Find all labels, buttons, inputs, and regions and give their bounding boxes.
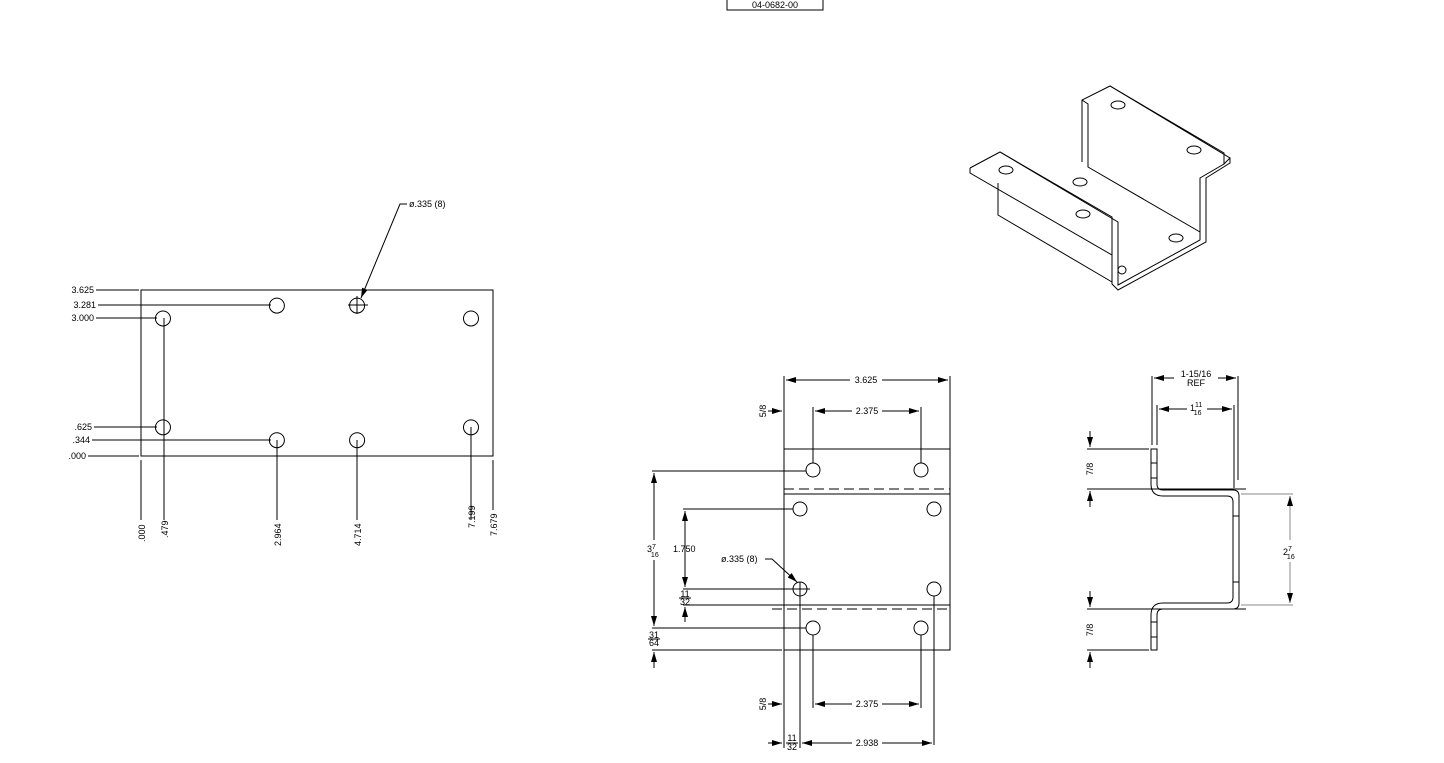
inner-offset-den: 32 xyxy=(680,597,690,607)
x-label: 7.679 xyxy=(489,513,499,536)
inner-height-dim: 1.750 xyxy=(673,544,696,554)
left-offset-num: 11 xyxy=(787,733,796,743)
flat-hole xyxy=(154,419,171,436)
y-label: 3.000 xyxy=(71,313,94,323)
flat-hole xyxy=(154,310,171,327)
bottom-spacing-dim: 2.375 xyxy=(856,699,879,709)
flat-hole xyxy=(462,310,479,327)
hole-callout: ø.335 (8) xyxy=(409,199,446,209)
x-label: .479 xyxy=(160,520,170,538)
y-label: .344 xyxy=(72,435,90,445)
top-spacing-dim: 2.375 xyxy=(856,406,879,416)
hole-span-dim: 2.938 xyxy=(856,738,879,748)
y-label: .000 xyxy=(68,451,86,461)
front-hole-callout: ø.335 (8) xyxy=(721,554,758,564)
part-number: 04-0682-00 xyxy=(752,0,798,10)
y-label: .625 xyxy=(74,422,92,432)
width-dim: 3.625 xyxy=(855,375,878,385)
flat-hole xyxy=(268,297,285,314)
y-label: 3.625 xyxy=(71,285,94,295)
x-label: 7.199 xyxy=(467,505,477,528)
title-block: 04-0682-00 xyxy=(726,0,824,11)
isometric-view xyxy=(969,85,1231,291)
flange-offset-den: 64 xyxy=(649,638,659,648)
bottom-offset-dim: 5/8 xyxy=(758,698,768,711)
top-flange-dim: 7/8 xyxy=(1085,463,1095,476)
x-label: 2.964 xyxy=(273,523,283,546)
x-label: .000 xyxy=(137,524,147,542)
x-label: 4.714 xyxy=(353,523,363,546)
bottom-flange-dim: 7/8 xyxy=(1085,624,1095,637)
ref-label: REF xyxy=(1187,378,1206,388)
flat-holes xyxy=(154,297,479,449)
flange-offset-num: 31 xyxy=(649,630,659,640)
top-offset-dim: 5/8 xyxy=(758,405,768,418)
left-offset-den: 32 xyxy=(787,742,797,752)
y-label: 3.281 xyxy=(73,300,96,310)
overall-ref-dim: 1-15/16 xyxy=(1181,369,1212,379)
flat-pattern-view: 3.625 3.281 3.000 .625 .344 .000 .000 .4… xyxy=(68,199,499,546)
flat-outline xyxy=(140,289,494,457)
inner-offset-num: 11 xyxy=(680,589,689,599)
